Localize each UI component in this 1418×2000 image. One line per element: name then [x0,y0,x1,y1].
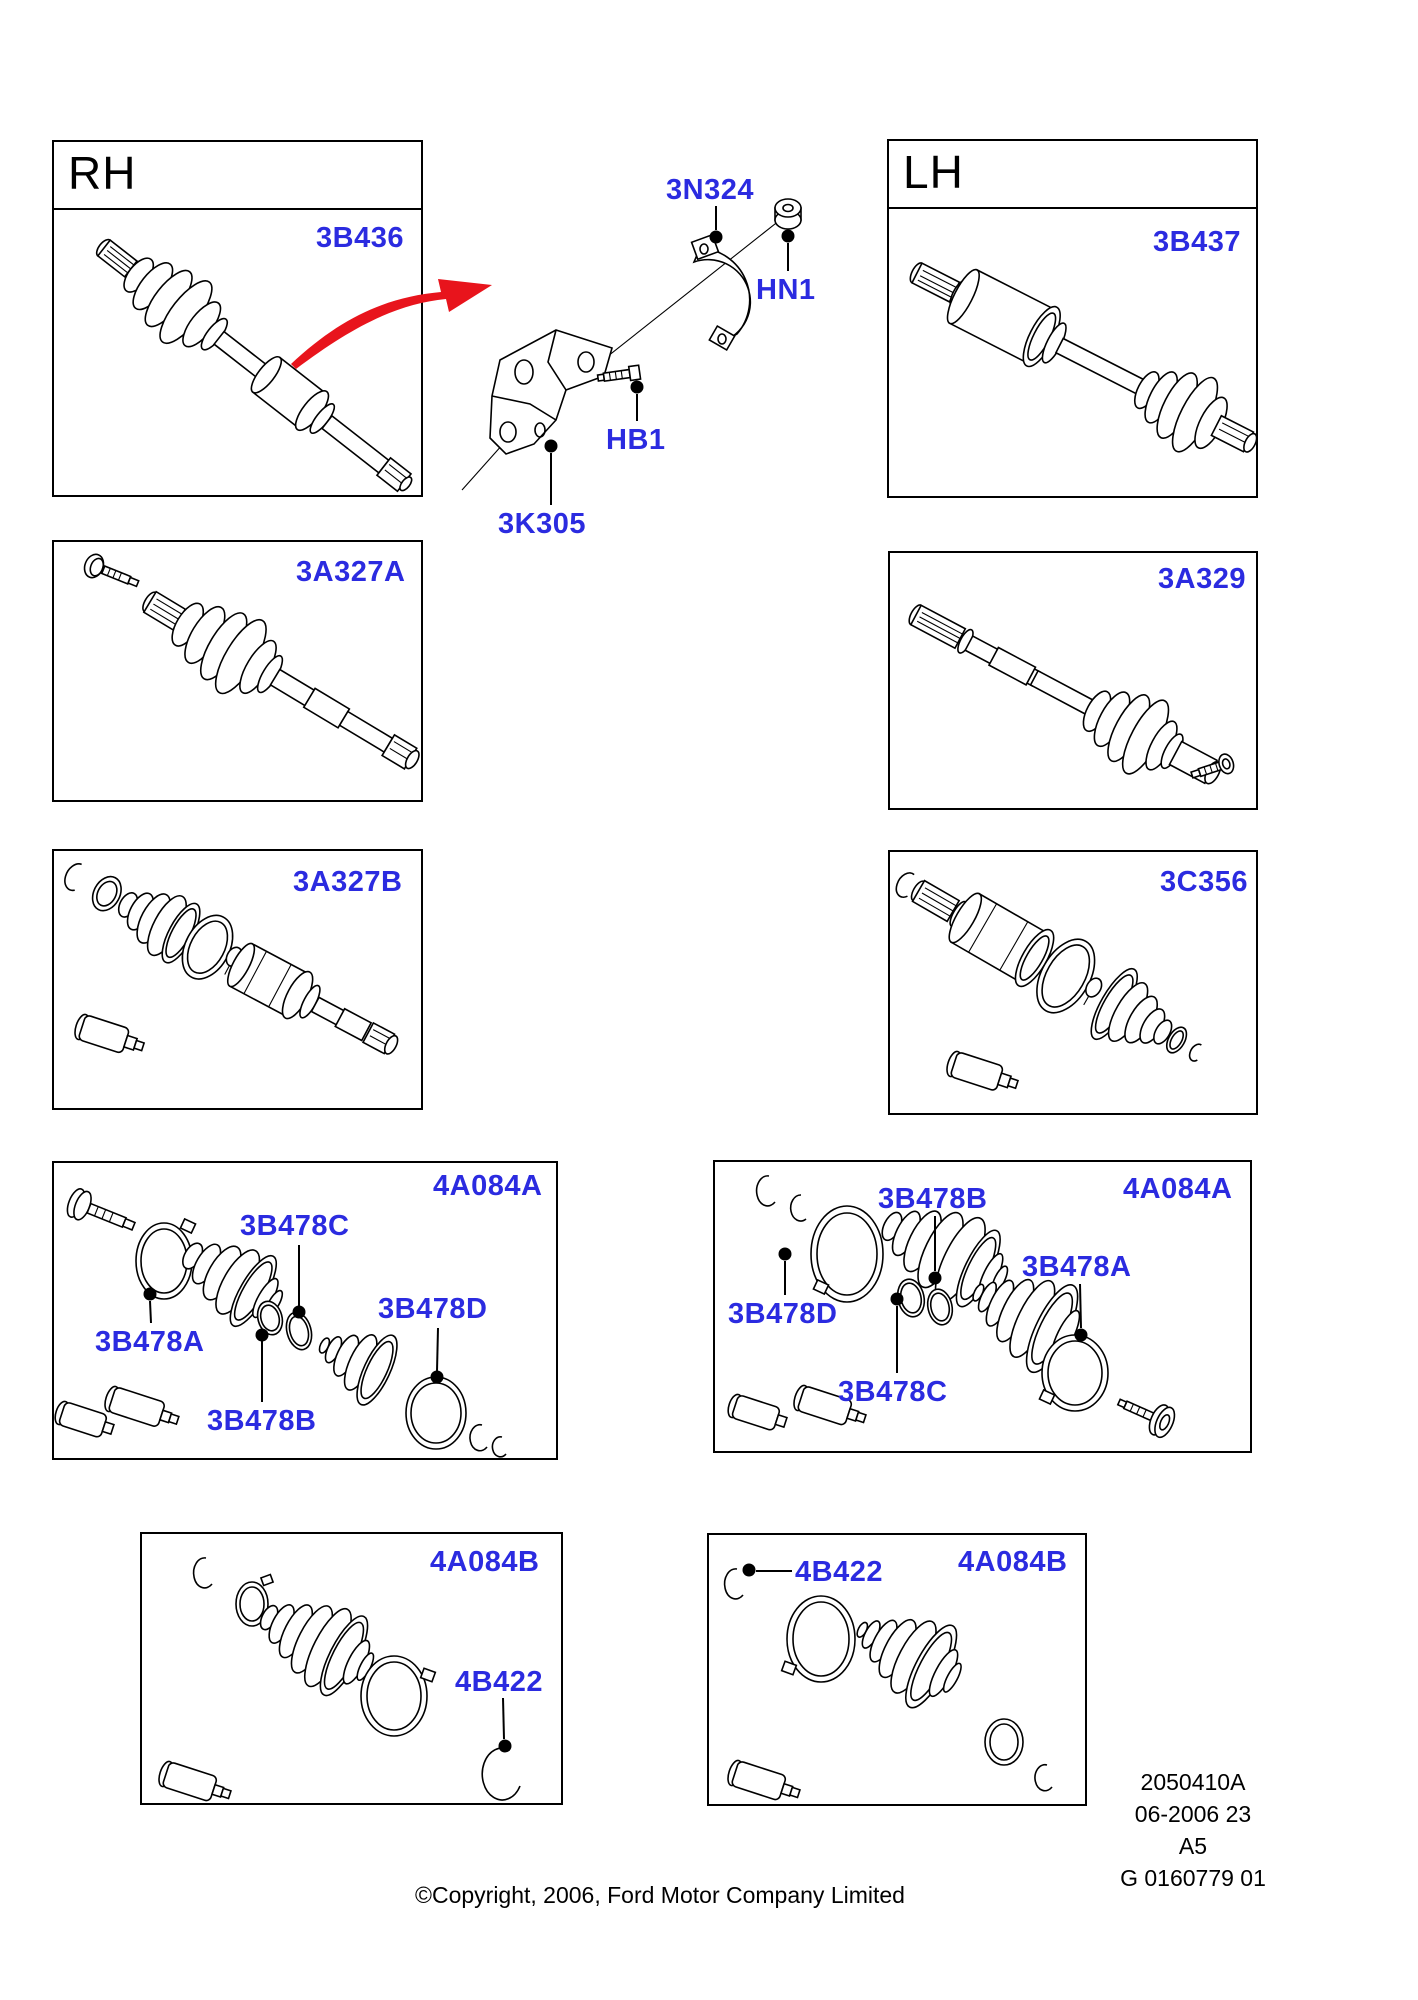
lh-inner-joint-drawing [895,872,1202,1091]
panel-rh-outer-shaft: 3A327A [52,540,423,802]
rh-inner-boot-kit-drawing [158,1557,521,1802]
plate-reference: G 0160779 01 [1120,1865,1266,1891]
part-label-hn1[interactable]: HN1 [756,274,816,306]
plate-revision: 06-2006 23 [1134,1801,1252,1827]
part-label-3b478a-right[interactable]: 3B478A [1022,1251,1132,1283]
lh-boot-kit-drawing [727,1175,1176,1439]
part-label-3n324[interactable]: 3N324 [666,174,754,206]
panel-rh-boot-kit-outer: 4A084A 3B478C 3B478D 3B478A 3B478B [52,1161,558,1460]
part-label-3b478a-left[interactable]: 3B478A [95,1326,205,1358]
kit-label-4a084a-left[interactable]: 4A084A [433,1170,543,1202]
lh-halfshaft-drawing [909,262,1256,453]
panel-lh-outer-shaft: 3A329 [888,551,1258,810]
part-label-3b436[interactable]: 3B436 [316,222,404,254]
part-label-3b478d-left[interactable]: 3B478D [378,1293,488,1325]
lh-inner-boot-kit-drawing [723,1563,1053,1801]
kit-label-4a084b-left[interactable]: 4A084B [430,1546,540,1578]
plate-drawing-number: 2050410A [1140,1769,1246,1795]
rh-outer-shaft-drawing [83,553,420,770]
lh-header-label: LH [903,146,964,198]
part-label-hb1[interactable]: HB1 [606,424,666,456]
rh-header-label: RH [68,147,137,199]
rh-halfshaft-drawing [95,238,413,493]
panel-lh-boot-kit-inner: 4B422 4A084B [707,1533,1087,1806]
panel-rh-assembly: RH 3B436 [52,140,423,497]
panel-rh-inner-joint: 3A327B [52,849,423,1110]
plate-info-block: 2050410A 06-2006 23 A5 G 0160779 01 [1090,1766,1296,1894]
part-label-3a329[interactable]: 3A329 [1158,563,1246,595]
part-label-4b422-right[interactable]: 4B422 [795,1556,883,1588]
part-label-3a327a[interactable]: 3A327A [296,556,406,588]
part-label-3b478c-left[interactable]: 3B478C [240,1210,350,1242]
kit-label-4a084a-right[interactable]: 4A084A [1123,1173,1233,1205]
rh-inner-joint-drawing [64,863,399,1055]
plate-sheet: A5 [1178,1833,1208,1859]
part-label-3k305[interactable]: 3K305 [498,508,586,540]
panel-lh-inner-joint: 3C356 [888,850,1258,1115]
part-label-3b478c-right[interactable]: 3B478C [838,1376,948,1408]
panel-lh-boot-kit-outer: 4A084A 3B478B 3B478A 3B478D 3B478C [713,1160,1252,1453]
panel-rh-boot-kit-inner: 4A084B 4B422 [140,1532,563,1805]
part-label-3a327b[interactable]: 3A327B [293,866,403,898]
part-label-4b422-left[interactable]: 4B422 [455,1666,543,1698]
rh-header-bar: RH [54,142,421,210]
copyright-notice: ©Copyright, 2006, Ford Motor Company Lim… [415,1882,905,1908]
part-label-3b478d-right[interactable]: 3B478D [728,1298,838,1330]
kit-label-4a084b-right[interactable]: 4A084B [958,1546,1068,1578]
rh-boot-kit-drawing [54,1188,507,1458]
lh-outer-shaft-drawing [908,604,1235,785]
lh-header-bar: LH [889,141,1256,209]
part-label-3c356[interactable]: 3C356 [1160,866,1248,898]
part-label-3b478b-left[interactable]: 3B478B [207,1405,317,1437]
part-label-3b478b-right[interactable]: 3B478B [878,1183,988,1215]
part-label-3b437[interactable]: 3B437 [1153,226,1241,258]
panel-lh-assembly: LH 3B437 [887,139,1258,498]
